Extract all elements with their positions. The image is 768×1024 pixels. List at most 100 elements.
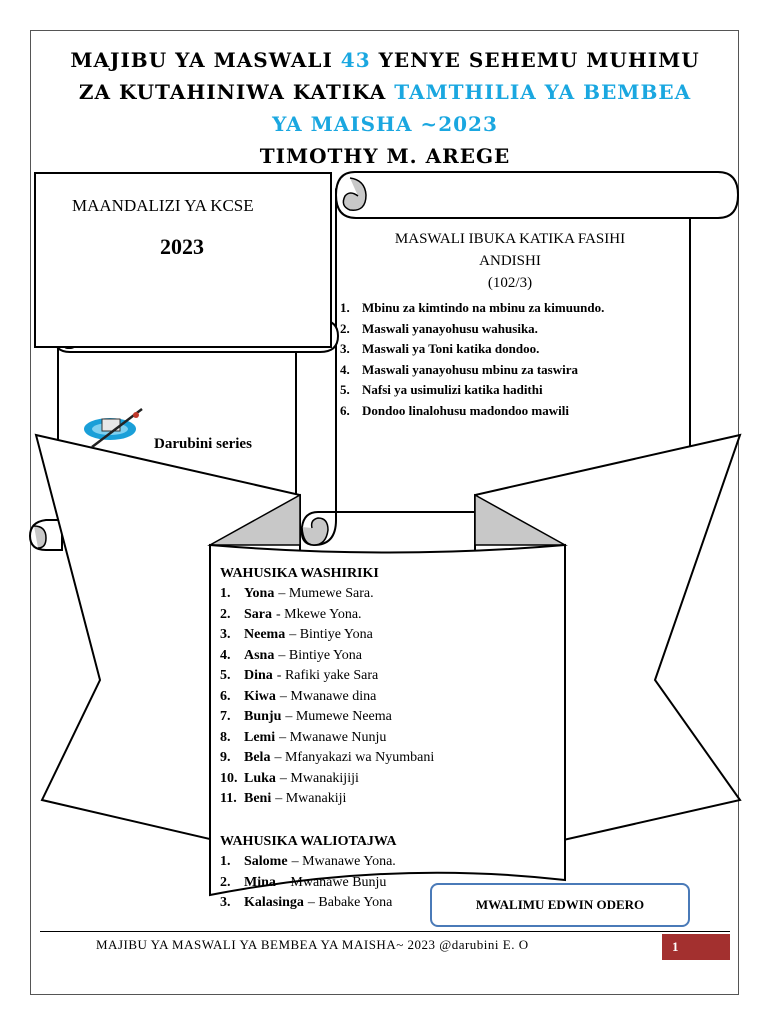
item-number: 7. [220, 709, 231, 724]
main-characters: WAHUSIKA WASHIRIKI 1.Yona– Mumewe Sara. … [220, 566, 560, 810]
character-name: Asna [244, 647, 275, 663]
list-item: 3. Neema– Bintiye Yona [220, 625, 560, 646]
item-number: 3. [340, 341, 350, 356]
character-desc: – Mwanakiji [275, 791, 347, 806]
item-number: 5. [340, 382, 350, 397]
title-text: MAJIBU YA MASWALI [70, 48, 333, 72]
list-item: 6. Kiwa– Mwanawe dina [220, 687, 560, 708]
author-name: TIMOTHY M. AREGE [259, 144, 511, 168]
title-number: 43 [340, 48, 371, 72]
right-scroll-shape [300, 171, 740, 547]
character-desc: – Mwanawe Nunju [279, 729, 387, 745]
globe-with-books-icon [80, 405, 150, 450]
list-item: 2.Mina– Mwanawe Bunju [220, 873, 560, 894]
item-number: 6. [220, 688, 231, 704]
character-name: Beni [244, 791, 272, 806]
character-desc: – Mwanawe dina [279, 688, 377, 704]
character-desc: – Mwanawe Yona. [291, 854, 396, 869]
mentioned-characters: WAHUSIKA WALIOTAJWA 1. Salome– Mwanawe Yo… [220, 834, 560, 914]
item-text: Maswali yanayohusu mbinu za taswira [362, 361, 578, 377]
list-item: 2. Sara- Mkewe Yona. [220, 605, 560, 626]
character-desc: – Bintiye Yona [278, 647, 362, 663]
item-number: 9. [220, 750, 231, 765]
item-number: 3. [220, 627, 231, 642]
item-number: 8. [220, 729, 231, 745]
questions-list: 1. Mbinu za kimtindo na mbinu za kimuundo… [340, 298, 680, 421]
character-name: Luka [244, 770, 276, 786]
footer-text: MAJIBU YA MASWALI YA BEMBEA YA MAISHA~ 2… [96, 937, 529, 952]
kcse-label: MAANDALIZI YA KCSE [72, 196, 254, 215]
item-number: 5. [220, 668, 231, 683]
character-name: Lemi [244, 729, 276, 745]
title-line-2: ZA KUTAHINIWA KATIKA TAMTHILIA YA BEMBEA [40, 76, 730, 108]
title-text: ZA KUTAHINIWA KATIKA [78, 80, 387, 104]
character-name: Yona [244, 586, 275, 601]
item-number: 2. [220, 606, 231, 622]
questions-heading-2: ANDISHI [479, 253, 541, 269]
character-name: Kalasinga [244, 895, 304, 910]
footer-divider [40, 931, 730, 932]
character-name: Sara [244, 606, 272, 622]
list-item: 5. Dina- Rafiki yake Sara [220, 666, 560, 687]
item-number: 1. [220, 586, 231, 601]
character-desc: – Mwanawe Bunju [279, 874, 387, 890]
list-item: 4. Asna– Bintiye Yona [220, 646, 560, 667]
page-border [30, 30, 739, 995]
list-item: 4. Maswali yanayohusu mbinu za taswira [340, 360, 680, 381]
item-number: 11. [220, 791, 237, 806]
list-item: 1. Yona– Mumewe Sara. [220, 584, 560, 605]
list-item: 10.Luka– Mwanakijiji [220, 769, 560, 790]
item-number: 1. [340, 300, 350, 315]
list-item: 3. Maswali ya Toni katika dondoo. [340, 339, 680, 360]
kcse-box: MAANDALIZI YA KCSE 2023 [34, 172, 332, 348]
character-name: Neema [244, 627, 286, 642]
item-text: Nafsi ya usimulizi katika hadithi [362, 382, 543, 397]
character-desc: - Rafiki yake Sara [276, 668, 379, 683]
character-desc: – Mfanyakazi wa Nyumbani [274, 750, 435, 765]
character-desc: – Mumewe Neema [285, 709, 392, 724]
item-number: 10. [220, 770, 238, 786]
character-name: Salome [244, 854, 288, 869]
item-number: 6. [340, 402, 350, 418]
questions-heading-1: MASWALI IBUKA KATIKA FASIHI [394, 231, 626, 247]
section-heading: WAHUSIKA WALIOTAJWA [220, 834, 397, 849]
list-item: 7. Bunju– Mumewe Neema [220, 707, 560, 728]
character-name: Bela [244, 750, 271, 765]
list-item: 1. Salome– Mwanawe Yona. [220, 852, 560, 873]
item-number: 3. [220, 895, 231, 910]
teacher-name-box: MWALIMU EDWIN ODERO [430, 883, 690, 927]
list-item: 6. Dondoo linalohusu madondoo mawili [340, 401, 680, 422]
brand-label: Darubini series [154, 436, 252, 452]
character-name: Dina [244, 668, 273, 683]
list-item: 11. Beni– Mwanakiji [220, 789, 560, 810]
list-item: 5. Nafsi ya usimulizi katika hadithi [340, 380, 680, 401]
item-number: 4. [220, 647, 231, 663]
list-item: 1. Mbinu za kimtindo na mbinu za kimuundo… [340, 298, 680, 319]
list-item: 8. Lemi– Mwanawe Nunju [220, 728, 560, 749]
page-number: 1 [662, 934, 730, 960]
item-number: 4. [340, 361, 350, 377]
item-text: Maswali yanayohusu wahusika. [362, 320, 538, 336]
character-desc: – Mumewe Sara. [278, 586, 374, 601]
list-item: 3. Kalasinga– Babake Yona [220, 893, 560, 914]
title-accent: TAMTHILIA YA BEMBEA [394, 80, 692, 104]
title-line-3: YA MAISHA ~2023 [272, 112, 498, 136]
item-number: 1. [220, 854, 231, 869]
character-name: Bunju [244, 709, 282, 724]
character-desc: - Mkewe Yona. [276, 606, 362, 622]
kcse-year: 2023 [160, 234, 204, 259]
item-text: Dondoo linalohusu madondoo mawili [362, 402, 569, 418]
character-desc: – Babake Yona [307, 895, 393, 910]
character-name: Kiwa [244, 688, 276, 704]
section-heading: WAHUSIKA WASHIRIKI [220, 566, 379, 581]
questions-code: (102/3) [487, 275, 533, 291]
title-line-1: MAJIBU YA MASWALI 43 YENYE SEHEMU MUHIMU [40, 44, 730, 76]
character-desc: – Bintiye Yona [289, 627, 373, 642]
item-number: 2. [220, 874, 231, 890]
item-text: Maswali ya Toni katika dondoo. [362, 341, 540, 356]
title-text: YENYE SEHEMU MUHIMU [378, 48, 700, 72]
item-text: Mbinu za kimtindo na mbinu za kimuundo. [362, 300, 605, 315]
list-item: 2.Maswali yanayohusu wahusika. [340, 319, 680, 340]
ribbon-banner [34, 433, 742, 897]
